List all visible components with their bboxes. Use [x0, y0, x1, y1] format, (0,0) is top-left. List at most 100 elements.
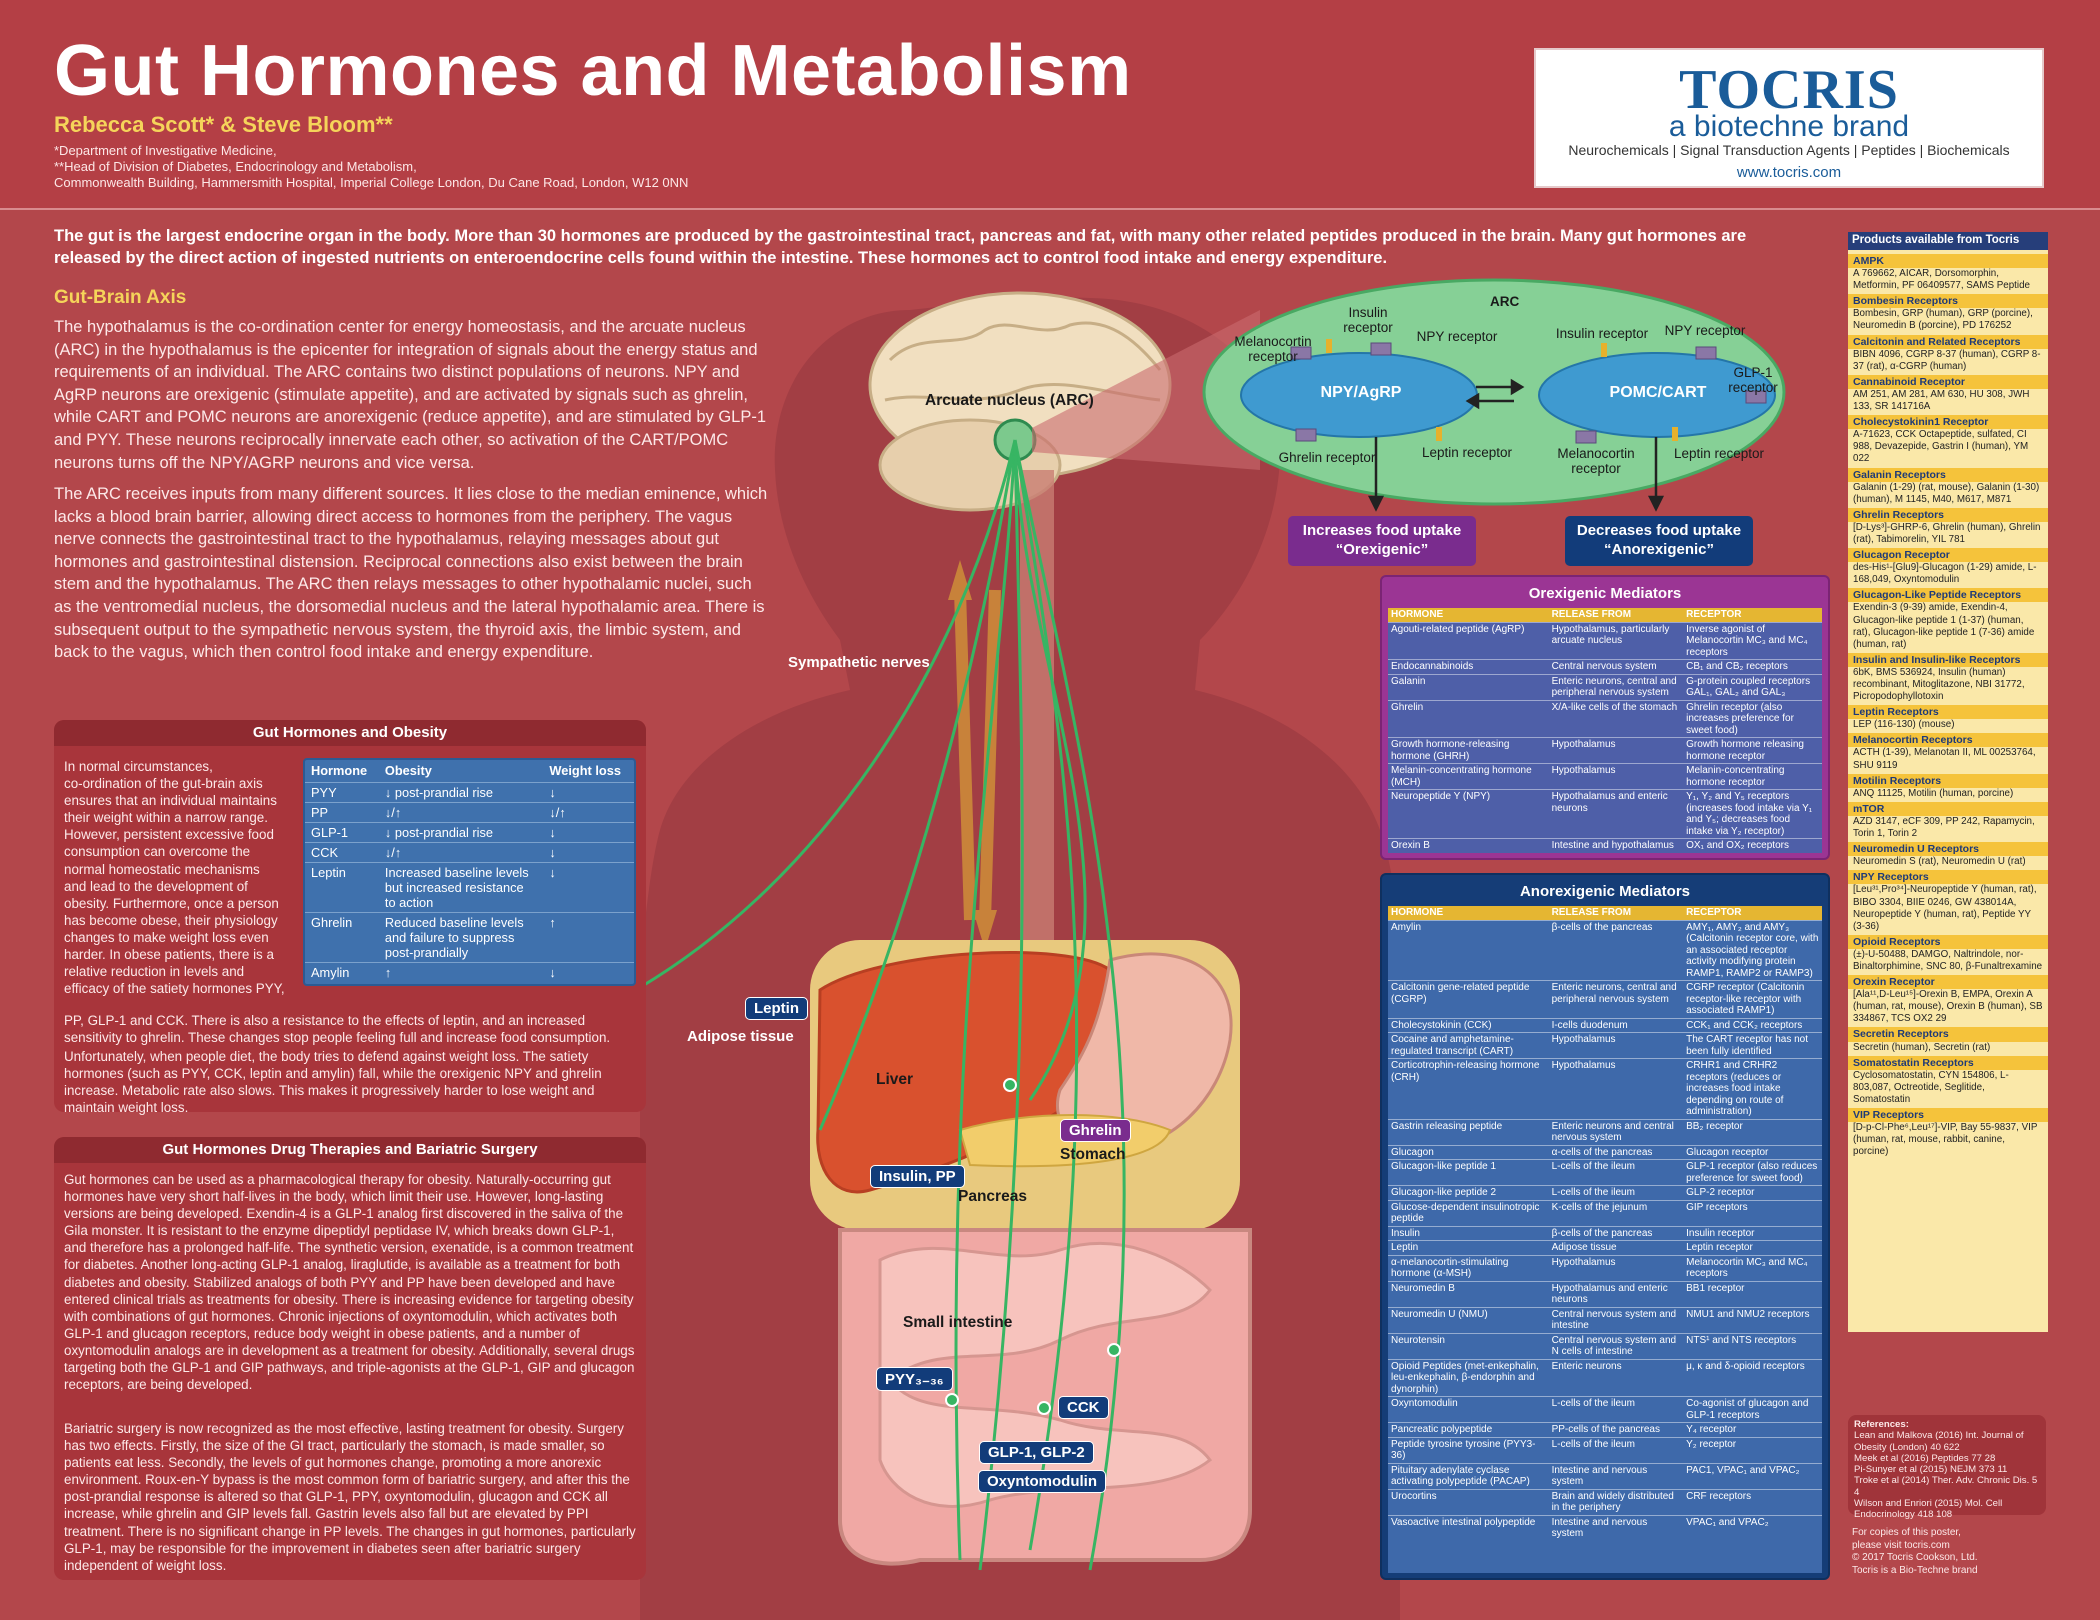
table-cell: ↓/↑	[543, 801, 634, 822]
table-cell: β-cells of the pancreas	[1548, 919, 1684, 981]
obesity-line: has become obese, their physiology	[64, 912, 278, 928]
table-cell: Calcitonin gene-related peptide (CGRP)	[1388, 980, 1549, 1018]
product-category[interactable]: Orexin Receptor	[1848, 975, 2048, 990]
product-items[interactable]: Bombesin, GRP (human), GRP (porcine), Ne…	[1853, 308, 2033, 332]
table-cell: I-cells duodenum	[1548, 1017, 1684, 1033]
table-cell: X/A-like cells of the stomach	[1548, 699, 1684, 738]
logo-tagline: Neurochemicals | Signal Transduction Age…	[1568, 142, 2010, 158]
product-items[interactable]: 6bK, BMS 536924, Insulin (human) recombi…	[1853, 666, 2025, 703]
product-category[interactable]: Galanin Receptors	[1848, 467, 2048, 482]
body-diagram	[640, 291, 1400, 1620]
product-category[interactable]: Neuromedin U Receptors	[1848, 842, 2048, 857]
orexigenic-outcome: Increases food uptake “Orexigenic”	[1288, 516, 1476, 566]
product-items[interactable]: A 769662, AICAR, Dorsomorphin, Metformin…	[1853, 268, 2030, 292]
table-cell: Hypothalamus	[1548, 763, 1684, 790]
product-items[interactable]: BIBN 4096, CGRP 8-37 (human), CGRP 8-37 …	[1853, 348, 2041, 372]
product-category[interactable]: Insulin and Insulin-like Receptors	[1848, 652, 2048, 667]
table-cell: ↑	[543, 911, 634, 962]
obesity-line: relative reduction in levels and	[64, 964, 245, 980]
product-items[interactable]: Exendin-3 (9-39) amide, Exendin-4, Gluca…	[1853, 602, 2035, 650]
product-items[interactable]: Neuromedin S (rat), Neuromedin U (rat)	[1853, 856, 2026, 868]
table-cell: PAC1, VPAC₁ and VPAC₂	[1683, 1462, 1822, 1489]
product-items[interactable]: A-71623, CCK Octapeptide, sulfated, CI 9…	[1853, 429, 2029, 465]
product-category[interactable]: Cannabinoid Receptor	[1848, 374, 2048, 389]
products-title: Products available from Tocris	[1852, 234, 2020, 246]
product-items[interactable]: Secretin (human), Secretin (rat)	[1853, 1041, 1991, 1053]
table-cell: Melanin-concentrating hormone receptor	[1683, 763, 1822, 790]
product-items[interactable]: des-His¹-[Glu9]-Glucagon (1-29) amide, L…	[1853, 562, 2037, 586]
table-cell: Ghrelin	[1388, 699, 1549, 738]
product-items[interactable]: (±)-U-50488, DAMGO, Naltrindole, nor-Bin…	[1853, 948, 2043, 972]
table-cell: The CART receptor has not been fully ide…	[1683, 1032, 1822, 1059]
leptin-hormone-label: Leptin	[745, 997, 808, 1020]
product-items[interactable]: [Leu³¹,Pro³⁴]-Neuropeptide Y (human, rat…	[1853, 884, 2037, 932]
product-items[interactable]: AM 251, AM 281, AM 630, HU 308, JWH 133,…	[1853, 388, 2030, 413]
table-cell: Glucagon	[1388, 1144, 1549, 1160]
obesity-line: efficacy of the satiety hormones PYY,	[64, 981, 285, 997]
table-cell: NTS¹ and NTS receptors	[1683, 1332, 1822, 1359]
product-items[interactable]: LEP (116-130) (mouse)	[1853, 719, 1955, 731]
product-category[interactable]: Cholecystokinin1 Receptor	[1848, 415, 2048, 430]
product-items[interactable]: [D-Lys³]-GHRP-6, Ghrelin (human), Ghreli…	[1853, 521, 2041, 545]
table-cell: GLP-1 receptor (also reduces preference …	[1683, 1159, 1822, 1186]
product-items[interactable]: AZD 3147, eCF 309, PP 242, Rapamycin, To…	[1853, 815, 2035, 840]
product-items[interactable]: ANQ 11125, Motilin (human, porcine)	[1853, 787, 2014, 799]
table-row: Corticotrophin-releasing hormone (CRH)Hy…	[1388, 1058, 1822, 1119]
table-cell: Adipose tissue	[1548, 1240, 1684, 1255]
product-category[interactable]: Secretin Receptors	[1848, 1027, 2048, 1042]
product-category[interactable]: Leptin Receptors	[1848, 705, 2048, 720]
product-items[interactable]: ACTH (1-39), Melanotan II, ML 00253764, …	[1853, 747, 2036, 771]
table-cell: AMY₁, AMY₂ and AMY₃ (Calcitonin receptor…	[1683, 919, 1822, 981]
logo-url[interactable]: www.tocris.com	[1736, 164, 1842, 181]
table-cell: Pituitary adenylate cyclase activating p…	[1388, 1462, 1549, 1489]
footer-line[interactable]: please visit tocris.com	[1852, 1539, 1950, 1551]
footer-line: Tocris is a Bio-Techne brand	[1852, 1564, 1978, 1576]
product-items[interactable]: Cyclosomatostatin, CYN 154806, L-803,087…	[1853, 1069, 2009, 1105]
product-category[interactable]: Bombesin Receptors	[1848, 294, 2048, 309]
product-items[interactable]: Galanin (1-29) (rat, mouse), Galanin (1-…	[1853, 481, 2040, 505]
product-category[interactable]: Calcitonin and Related Receptors	[1848, 334, 2048, 349]
product-category[interactable]: AMPK	[1848, 254, 2048, 269]
product-category[interactable]: mTOR	[1848, 801, 2048, 816]
tocris-logo[interactable]: TOCRIS a biotechne brand Neurochemicals …	[1534, 48, 2044, 188]
table-cell: GLP-1	[305, 821, 379, 842]
table-cell: CRF receptors	[1683, 1488, 1822, 1515]
product-category[interactable]: Ghrelin Receptors	[1848, 507, 2048, 522]
obesity-paragraph-1-tail: PP, GLP-1 and CCK. There is also a resis…	[64, 1013, 611, 1046]
arcuate-nucleus-label: Arcuate nucleus (ARC)	[925, 392, 1094, 409]
table-cell: Leptin receptor	[1683, 1240, 1822, 1255]
table-cell: Vasoactive intestinal polypeptide	[1388, 1514, 1549, 1541]
table-cell: Increased baseline levels but increased …	[378, 861, 544, 912]
table-cell: Urocortins	[1388, 1488, 1549, 1515]
glp1-receptor-label: GLP-1 receptor	[1728, 365, 1778, 395]
drug-therapies-panel: Gut Hormones Drug Therapies and Bariatri…	[54, 1137, 646, 1580]
product-category[interactable]: NPY Receptors	[1848, 870, 2048, 885]
product-category[interactable]: Glucagon Receptor	[1848, 548, 2048, 563]
table-cell: GLP-2 receptor	[1683, 1185, 1822, 1200]
table-cell: ↓	[543, 821, 634, 842]
table-cell: α-melanocortin-stimulating hormone (α-MS…	[1388, 1254, 1549, 1281]
product-category[interactable]: VIP Receptors	[1848, 1108, 2048, 1123]
product-items[interactable]: [Ala¹¹,D-Leu¹⁵]-Orexin B, EMPA, Orexin A…	[1853, 989, 2043, 1025]
product-items[interactable]: [D-p-Cl-Phe⁶,Leu¹⁷]-VIP, Bay 55-9837, VI…	[1853, 1122, 2038, 1158]
table-row: Calcitonin gene-related peptide (CGRP)En…	[1388, 980, 1822, 1018]
product-category[interactable]: Melanocortin Receptors	[1848, 733, 2048, 748]
product-category[interactable]: Opioid Receptors	[1848, 934, 2048, 949]
obesity-line: normal homeostatic mechanisms	[64, 861, 260, 877]
product-category[interactable]: Motilin Receptors	[1848, 773, 2048, 788]
table-cell: OX₁ and OX₂ receptors	[1683, 838, 1822, 853]
anorexigenic-title: Anorexigenic Mediators	[1519, 883, 1691, 900]
obesity-line: obesity. Furthermore, once a person	[64, 895, 279, 911]
table-cell: Hypothalamus	[1548, 1032, 1684, 1059]
product-category[interactable]: Glucagon-Like Peptide Receptors	[1848, 588, 2048, 603]
table-cell: ↓/↑	[378, 801, 544, 822]
references-box: References: Lean and Malkova (2016) Int.…	[1848, 1415, 2046, 1520]
table-header: Obesity	[384, 763, 432, 779]
product-category[interactable]: Somatostatin Receptors	[1848, 1055, 2048, 1070]
